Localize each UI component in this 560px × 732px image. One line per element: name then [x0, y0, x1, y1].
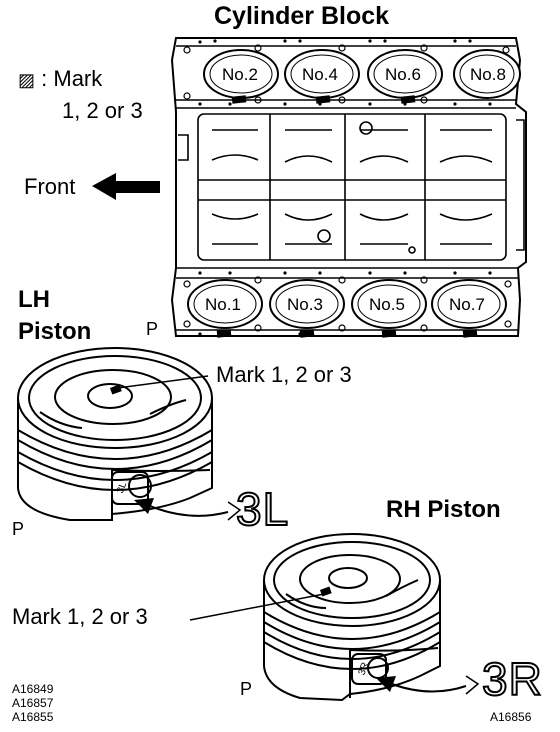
p-mark-block: P: [146, 319, 159, 339]
cylinder-no8: No.8: [470, 65, 506, 84]
cylinder-no3: No.3: [287, 295, 323, 314]
legend-line-1: ▨ : Mark: [18, 68, 102, 90]
lh-piston-title-line-2: Piston: [18, 318, 92, 345]
rh-mark-label: Mark 1, 2 or 3: [12, 604, 148, 629]
bottom-bores: [187, 279, 507, 329]
cylinder-no7: No.7: [449, 295, 485, 314]
hatched-square-icon: ▨: [18, 70, 36, 90]
front-arrow: [92, 173, 160, 200]
figure-code-3: A16855: [12, 710, 54, 724]
lh-piston-mark-square: [109, 384, 122, 395]
rh-stamp-arrow: [391, 683, 467, 693]
rh-piston-title: RH Piston: [386, 496, 501, 523]
rh-stamp-3r: 3R: [481, 653, 543, 705]
cylinder-no6: No.6: [385, 65, 421, 84]
cylinder-no5: No.5: [369, 295, 405, 314]
front-label: Front: [24, 174, 76, 199]
lh-stamp-3l: 3L: [235, 483, 290, 535]
cylinder-no1: No.1: [205, 295, 241, 314]
lh-stamp-arrow: [149, 505, 229, 517]
figure-code-2: A16857: [12, 696, 54, 710]
mark-squares: [216, 95, 478, 338]
p-mark-lh: P: [12, 519, 25, 539]
legend-line-2: 1, 2 or 3: [62, 98, 143, 123]
figure-code-right: A16856: [490, 710, 532, 724]
rh-piston-drawing: [263, 533, 441, 702]
figure-code-1: A16849: [12, 682, 54, 696]
legend-mark-text: : Mark: [41, 66, 103, 91]
lh-mark-label: Mark 1, 2 or 3: [216, 362, 352, 387]
block-title: Cylinder Block: [214, 2, 390, 30]
lh-piston-title-line-1: LH: [18, 286, 50, 313]
cylinder-no4: No.4: [302, 65, 338, 84]
cylinder-no2: No.2: [222, 65, 258, 84]
lh-piston-drawing: [17, 347, 213, 521]
p-mark-rh: P: [240, 679, 253, 699]
